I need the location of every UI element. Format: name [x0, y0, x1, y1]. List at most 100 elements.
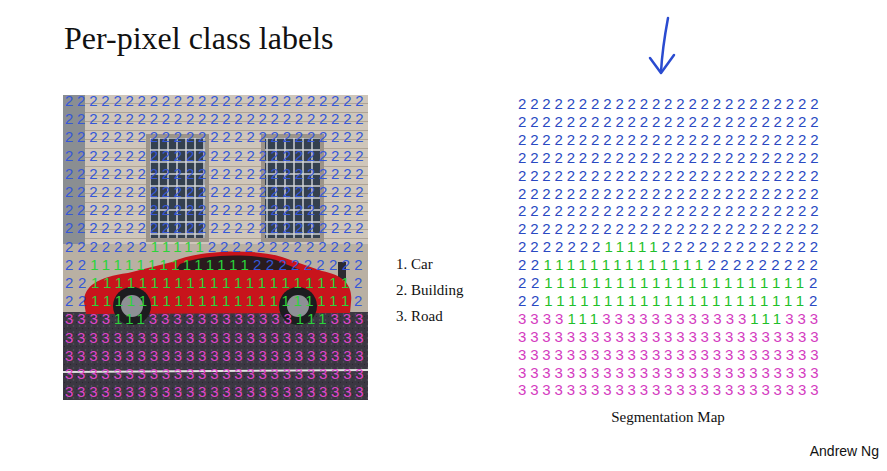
class-digit: 3 [343, 310, 355, 327]
class-digit: 2 [542, 149, 554, 166]
class-digit: 2 [628, 202, 640, 219]
class-digit: 3 [295, 347, 307, 364]
class-digit: 2 [591, 95, 603, 112]
class-digit: 3 [138, 383, 150, 400]
class-digit: 2 [283, 201, 295, 218]
class-digit: 1 [127, 274, 139, 291]
class-digit: 2 [113, 147, 125, 164]
class-digit: 2 [234, 219, 246, 236]
class-digit: 3 [518, 310, 530, 327]
class-digit: 2 [713, 185, 725, 202]
class-digit: 3 [602, 310, 614, 327]
class-digit: 1 [772, 292, 784, 309]
class-digit: 2 [652, 167, 664, 184]
class-digit: 2 [316, 256, 329, 273]
class-digit: 3 [810, 381, 822, 398]
class-digit: 2 [283, 147, 295, 164]
class-digit: 2 [701, 202, 713, 219]
class-digit: 2 [733, 256, 746, 273]
class-digit: 3 [65, 365, 77, 382]
class-digit: 1 [736, 292, 748, 309]
class-digit: 2 [174, 183, 186, 200]
class-digit: 3 [774, 346, 786, 363]
class-digit: 2 [725, 220, 737, 237]
class-digit: 2 [758, 256, 771, 273]
class-digit: 3 [676, 346, 688, 363]
class-digit: 2 [579, 220, 591, 237]
class-digit: 2 [210, 201, 222, 218]
class-digit: 3 [579, 328, 591, 345]
class-digit: 3 [652, 346, 664, 363]
class-digit: 2 [271, 165, 283, 182]
class-digit: 3 [786, 328, 798, 345]
class-digit: 2 [579, 113, 591, 130]
class-digit: 2 [331, 128, 343, 145]
class-digit: 3 [725, 328, 737, 345]
class-digit: 2 [246, 128, 258, 145]
class-digit: 1 [173, 238, 184, 255]
class-digit: 3 [591, 364, 603, 381]
class-digit: 1 [91, 292, 103, 309]
class-digit: 3 [713, 346, 725, 363]
class-digit: 2 [208, 238, 220, 255]
class-digit: 3 [125, 347, 137, 364]
class-digit: 3 [713, 328, 725, 345]
class-digit: 3 [222, 310, 234, 327]
class-digit: 3 [737, 328, 749, 345]
class-digit: 3 [295, 383, 307, 400]
class-digit: 2 [246, 165, 258, 182]
class-digit: 2 [78, 256, 91, 273]
class-digit: 1 [317, 292, 329, 309]
class-digit: 3 [186, 383, 198, 400]
class-digit: 3 [701, 310, 713, 327]
class-digit: 3 [198, 329, 210, 346]
class-digit: 3 [591, 381, 603, 398]
class-digit: 1 [329, 292, 341, 309]
class-digit: 1 [627, 238, 638, 255]
class-digit: 3 [149, 310, 161, 327]
class-digit: 2 [259, 201, 271, 218]
class-digit: 1 [125, 256, 137, 273]
class-digit: 2 [555, 202, 567, 219]
class-digit: 3 [198, 383, 210, 400]
class-digit: 1 [616, 292, 628, 309]
class-digit: 1 [638, 238, 649, 255]
class-digit: 2 [150, 183, 162, 200]
class-digit: 3 [737, 364, 749, 381]
class-digit: 2 [603, 113, 615, 130]
class-digit: 3 [210, 310, 222, 327]
class-digit: 1 [307, 310, 318, 327]
class-label-row: 2211111111111111111111112 [65, 293, 367, 308]
class-digit: 2 [579, 202, 591, 219]
class-digit: 2 [65, 219, 77, 236]
class-digit: 2 [579, 95, 591, 112]
class-digit: 2 [278, 256, 291, 273]
class-digit: 1 [567, 310, 578, 327]
class-digit: 1 [162, 292, 174, 309]
class-digit: 2 [640, 95, 652, 112]
class-digit: 3 [785, 310, 797, 327]
class-digit: 1 [750, 310, 761, 327]
class-digit: 3 [138, 347, 150, 364]
class-digit: 2 [628, 131, 640, 148]
class-digit: 2 [688, 131, 700, 148]
class-digit: 2 [640, 149, 652, 166]
class-digit: 2 [591, 149, 603, 166]
class-digit: 2 [786, 149, 798, 166]
class-digit: 1 [222, 292, 234, 309]
class-digit: 1 [195, 238, 207, 255]
class-digit: 2 [343, 128, 355, 145]
class-digit: 2 [615, 185, 627, 202]
class-digit: 2 [307, 110, 319, 127]
class-digit: 2 [222, 219, 234, 236]
class-digit: 3 [628, 346, 640, 363]
class-digit: 1 [664, 292, 676, 309]
class-digit: 2 [725, 167, 737, 184]
class-digit: 2 [786, 95, 798, 112]
class-digit: 1 [676, 274, 688, 291]
class-digit: 2 [222, 92, 234, 109]
class-digit: 2 [186, 147, 198, 164]
class-digit: 1 [103, 292, 115, 309]
class-digit: 2 [713, 149, 725, 166]
class-digit: 2 [580, 238, 592, 255]
